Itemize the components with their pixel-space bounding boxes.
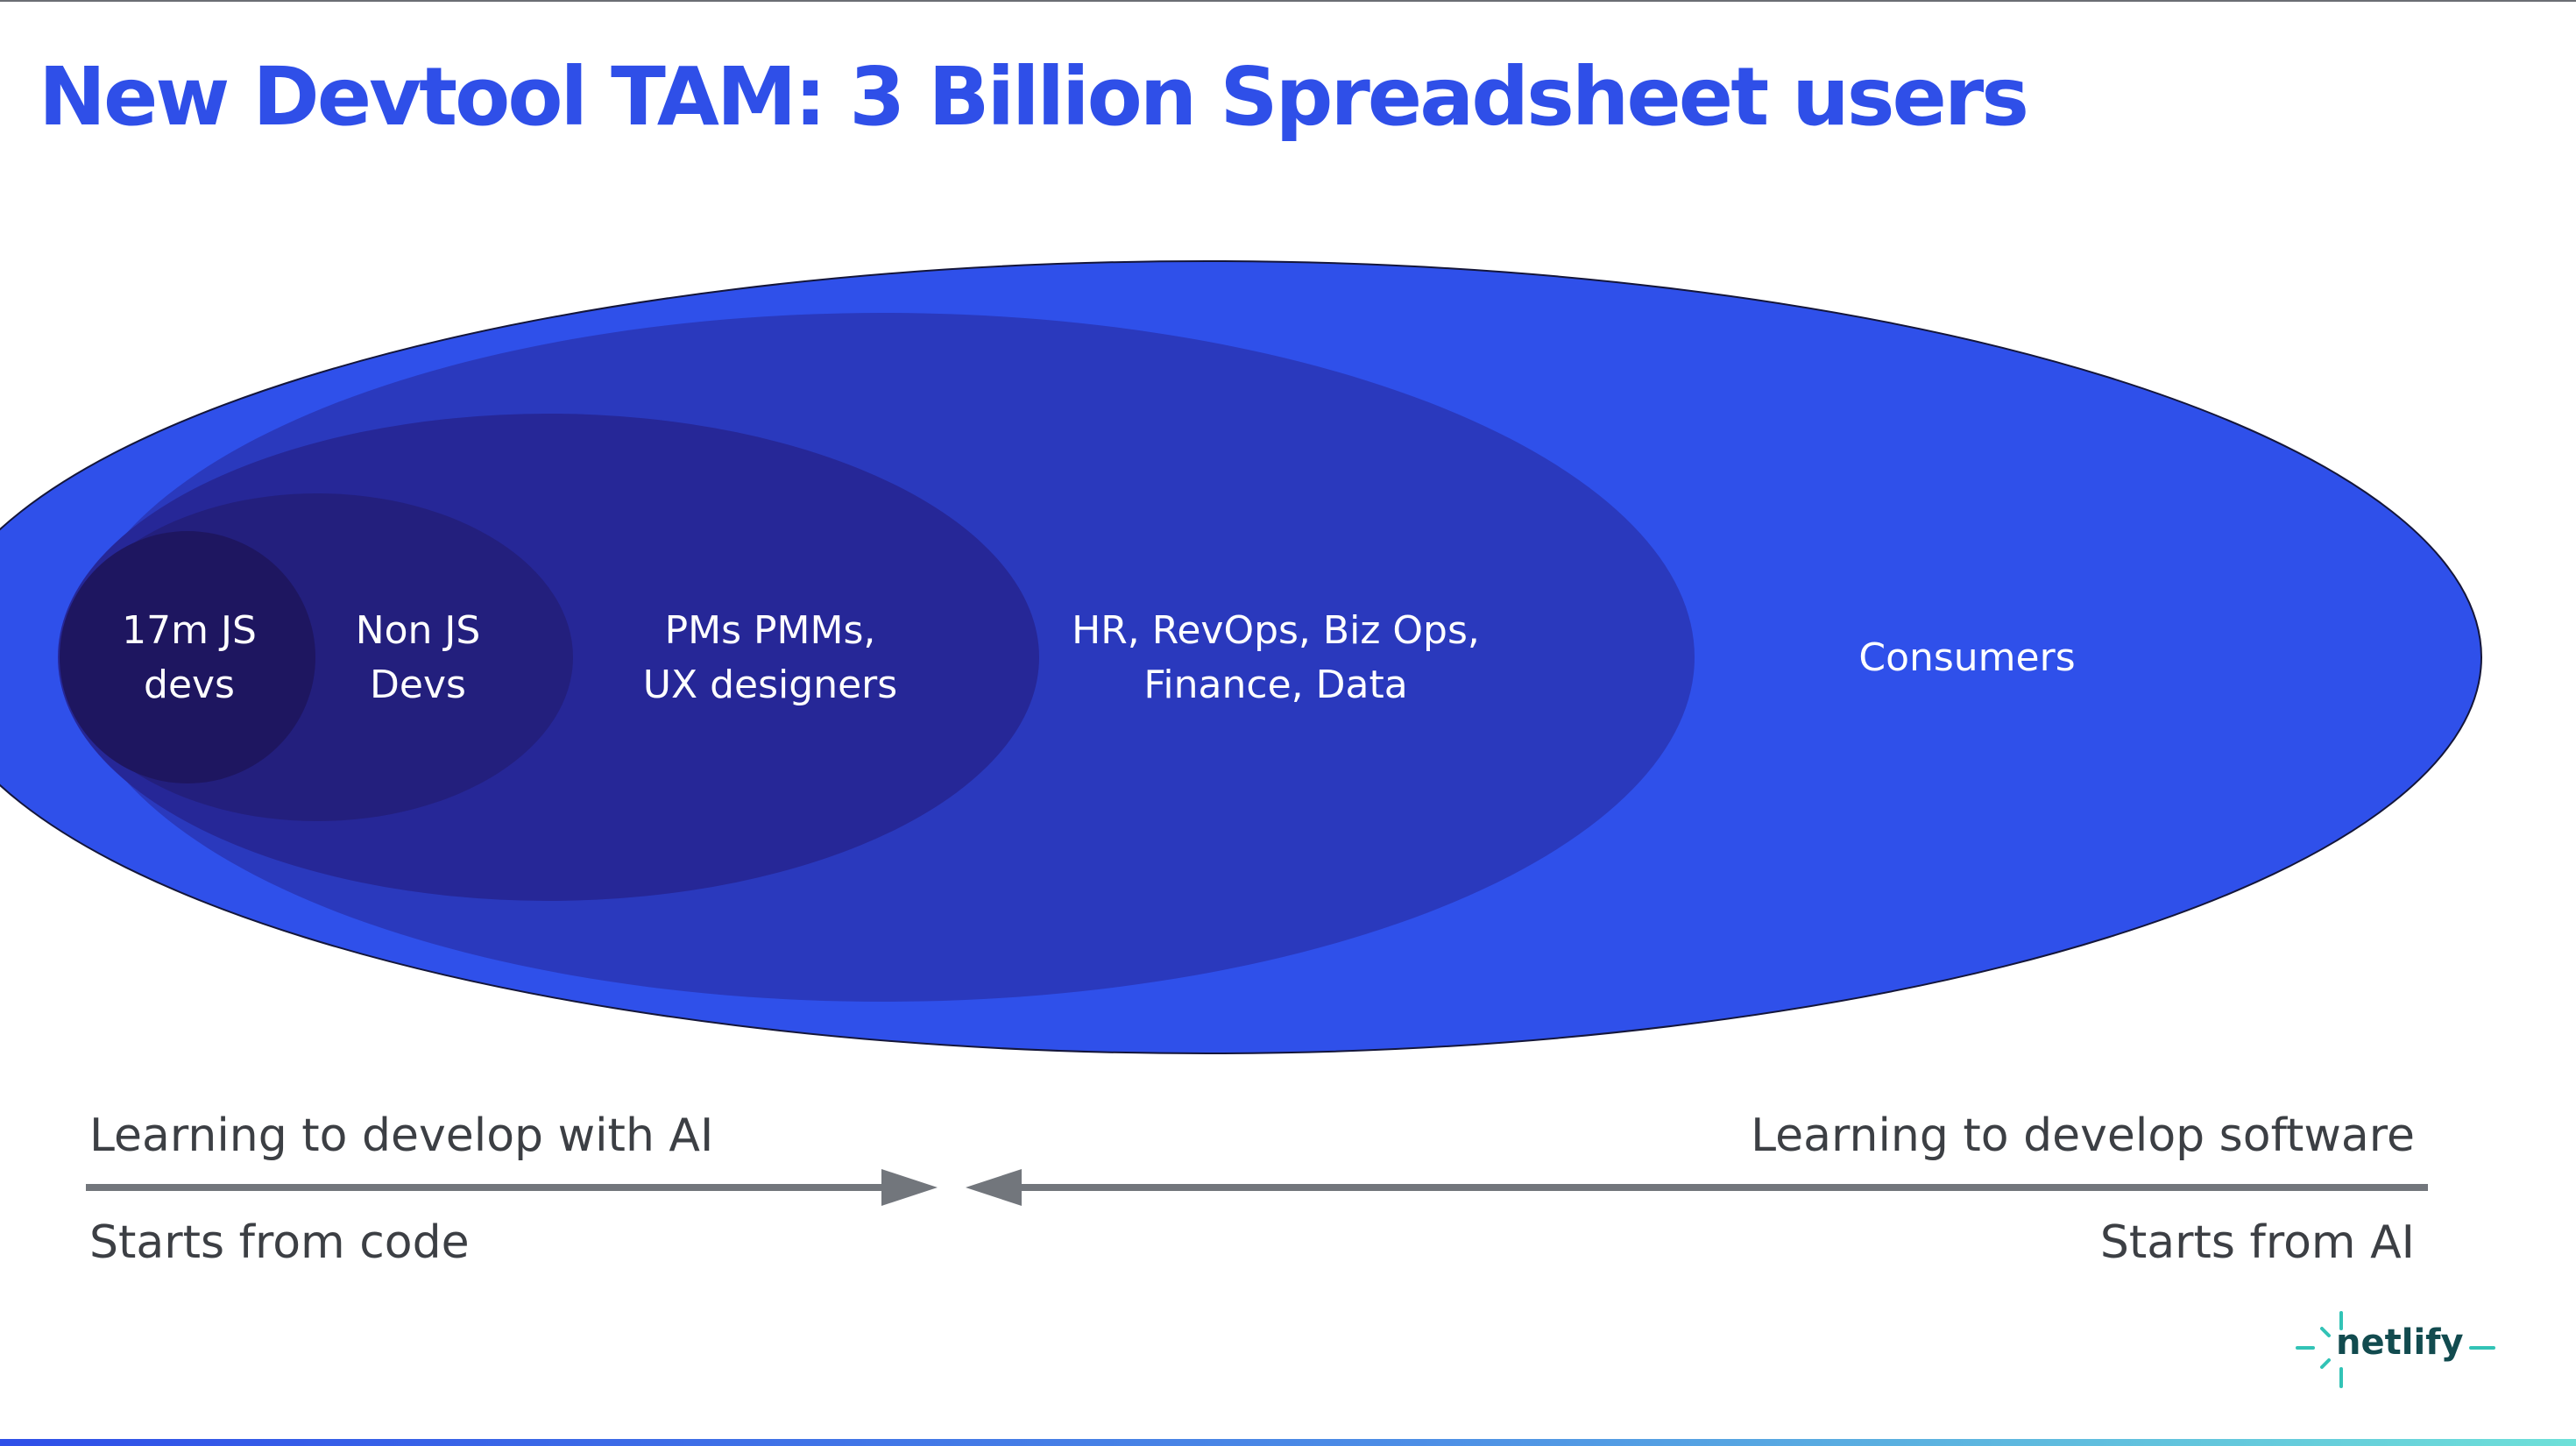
left-arrow-label-above: Learning to develop with AI <box>89 1109 714 1162</box>
segment-label-product-line: PMs PMMs, <box>665 608 876 653</box>
segment-label-business: HR, RevOps, Biz Ops, Finance, Data <box>1072 608 1480 707</box>
netlify-spark-icon <box>2296 1311 2495 1388</box>
right-arrow-head <box>966 1169 1022 1206</box>
netlify-logo-text: netlify <box>2336 1322 2464 1363</box>
top-rule <box>0 0 2576 2</box>
slide-title: New Devtool TAM: 3 Billion Spreadsheet u… <box>39 50 2029 144</box>
segment-label-non-js: Non JS Devs <box>356 608 481 707</box>
left-arrow-label-below: Starts from code <box>89 1216 470 1269</box>
segment-label-business-line: Finance, Data <box>1143 663 1407 707</box>
segment-label-business-line: HR, RevOps, Biz Ops, <box>1072 608 1480 653</box>
segment-label-consumers-line: Consumers <box>1858 635 2075 680</box>
right-arrow-label-above: Learning to develop software <box>1751 1109 2415 1162</box>
segment-label-js-line: 17m JS <box>122 608 257 653</box>
segment-label-non-js-line: Devs <box>370 663 466 707</box>
segment-js-ellipse <box>60 531 315 783</box>
bottom-gradient-bar <box>0 1439 2576 1446</box>
segment-label-js-line: devs <box>144 663 235 707</box>
segment-label-non-js-line: Non JS <box>356 608 481 653</box>
left-arrow-head <box>881 1169 938 1206</box>
segment-label-js: 17m JS devs <box>122 608 257 707</box>
segment-label-product: PMs PMMs, UX designers <box>643 608 897 707</box>
netlify-logo: netlify <box>2296 1308 2497 1392</box>
right-arrow-label-below: Starts from AI <box>2099 1216 2415 1269</box>
segment-label-product-line: UX designers <box>643 663 897 707</box>
segment-label-consumers: Consumers <box>1858 635 2075 680</box>
